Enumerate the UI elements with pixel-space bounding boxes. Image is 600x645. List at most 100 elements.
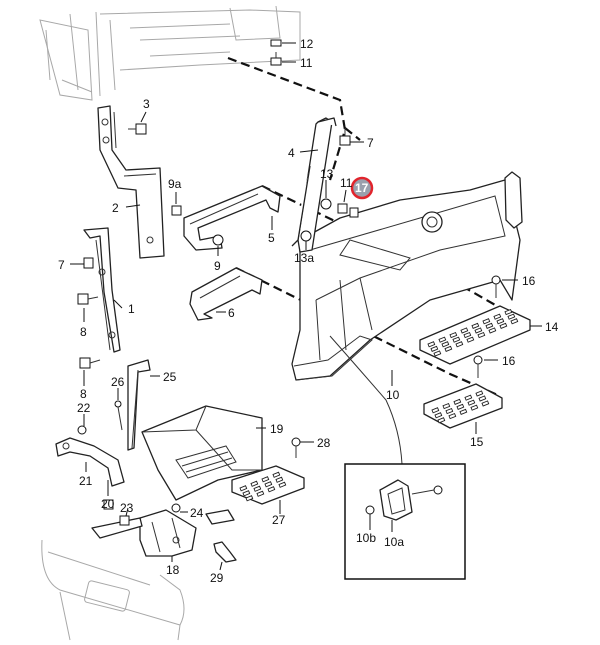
plate-slot — [272, 471, 281, 478]
bolt-11-mid — [337, 203, 348, 214]
callout-26[interactable]: 26 — [111, 375, 125, 389]
highlight-marker-17[interactable] — [350, 176, 374, 200]
plate-slot — [456, 403, 465, 410]
plate-slot — [449, 331, 458, 339]
plate-slot — [445, 407, 454, 415]
mudguard-part-10 — [291, 171, 523, 381]
bolt-20 — [103, 499, 114, 510]
callout-25[interactable]: 25 — [163, 370, 177, 384]
callout-7[interactable]: 7 — [367, 136, 374, 150]
bracket-part-2 — [97, 105, 165, 259]
plate-slot — [441, 341, 450, 348]
strut-part-25 — [127, 359, 151, 451]
nut-24-left — [171, 503, 181, 513]
bolt-17 — [349, 207, 359, 218]
callout-14[interactable]: 14 — [545, 320, 559, 334]
callout-20[interactable]: 20 — [101, 497, 115, 511]
callout-2[interactable]: 2 — [112, 201, 119, 215]
nut-22 — [77, 425, 87, 435]
nut-9 — [212, 234, 224, 246]
bolt-9a — [171, 205, 182, 216]
callout-24[interactable]: 24 — [190, 506, 204, 520]
bolt-3 — [128, 123, 147, 135]
plate-slot — [264, 481, 273, 488]
plate-slot — [253, 485, 262, 492]
step-frame-part-6 — [189, 267, 263, 321]
bolt-8-lower — [79, 357, 101, 369]
step-plate-part-27 — [231, 465, 305, 505]
callout-13[interactable]: 13 — [320, 167, 334, 181]
callout-4[interactable]: 4 — [288, 146, 295, 160]
plate-slot — [504, 308, 513, 316]
screw-28 — [291, 437, 301, 458]
callout-12[interactable]: 12 — [300, 37, 314, 51]
callout-13a[interactable]: 13a — [294, 251, 314, 265]
bolt-23 — [119, 515, 130, 526]
plate-slot — [245, 495, 254, 502]
callout-29[interactable]: 29 — [210, 571, 224, 585]
plate-slot — [474, 327, 483, 334]
bolt-11-top — [270, 52, 282, 66]
callout-10[interactable]: 10 — [386, 388, 400, 402]
plate-slot — [239, 485, 248, 492]
callout-21[interactable]: 21 — [79, 474, 93, 488]
plate-slot — [455, 341, 464, 348]
callout-5[interactable]: 5 — [268, 231, 275, 245]
callout-11b[interactable]: 11 — [340, 176, 353, 190]
plate-slot — [499, 322, 508, 329]
plate-slot — [466, 336, 475, 343]
plate-slot — [507, 313, 516, 320]
callout-19[interactable]: 19 — [270, 422, 284, 436]
plate-slot — [510, 318, 519, 325]
step-box-part-19 — [141, 405, 263, 501]
bracket-part-4 — [291, 117, 337, 253]
callout-28[interactable]: 28 — [317, 436, 331, 450]
callout-18[interactable]: 18 — [166, 563, 180, 577]
callout-11[interactable]: 11 — [300, 56, 313, 70]
plate-slot — [485, 322, 494, 329]
callout-10a[interactable]: 10a — [384, 535, 404, 549]
callout-9a[interactable]: 9a — [168, 177, 182, 191]
plate-slot — [464, 394, 473, 401]
plate-slot — [278, 481, 287, 488]
callout-17[interactable]: 17 — [355, 181, 369, 195]
callout-23[interactable]: 23 — [120, 501, 134, 515]
plate-slot — [261, 476, 270, 483]
callout-22[interactable]: 22 — [77, 401, 91, 415]
plate-slot — [434, 412, 443, 419]
callout-8b[interactable]: 8 — [80, 387, 87, 401]
plate-slot — [482, 318, 491, 325]
handle-part-21 — [55, 437, 125, 487]
callout-1[interactable]: 1 — [128, 302, 135, 316]
plate-slot — [460, 327, 469, 334]
callout-10b[interactable]: 10b — [356, 531, 376, 545]
callout-9[interactable]: 9 — [214, 259, 221, 273]
plate-slot — [427, 341, 436, 348]
plate-slot — [453, 398, 462, 405]
callout-27[interactable]: 27 — [272, 513, 286, 527]
callout-6[interactable]: 6 — [228, 306, 235, 320]
callout-16b[interactable]: 16 — [502, 354, 516, 368]
plate-slot — [496, 318, 505, 325]
callout-leaders — [70, 42, 542, 571]
bolt-12 — [270, 39, 282, 47]
plate-slot — [478, 395, 487, 402]
plate-slot — [448, 412, 457, 420]
bracket-part-1 — [83, 227, 121, 353]
plate-slot — [475, 390, 484, 397]
detail-inset-box — [329, 335, 466, 580]
callout-15[interactable]: 15 — [470, 435, 484, 449]
callout-16[interactable]: 16 — [522, 274, 536, 288]
plate-slot — [467, 399, 476, 406]
plate-slot — [267, 486, 276, 493]
step-plate-part-15 — [423, 383, 503, 429]
plate-slot — [275, 476, 284, 483]
callout-8[interactable]: 8 — [80, 325, 87, 339]
callout-7b[interactable]: 7 — [58, 258, 65, 272]
plate-slot — [438, 336, 447, 343]
callout-3[interactable]: 3 — [143, 97, 150, 111]
clip-part-24 — [205, 509, 235, 525]
plate-slot — [242, 490, 251, 497]
